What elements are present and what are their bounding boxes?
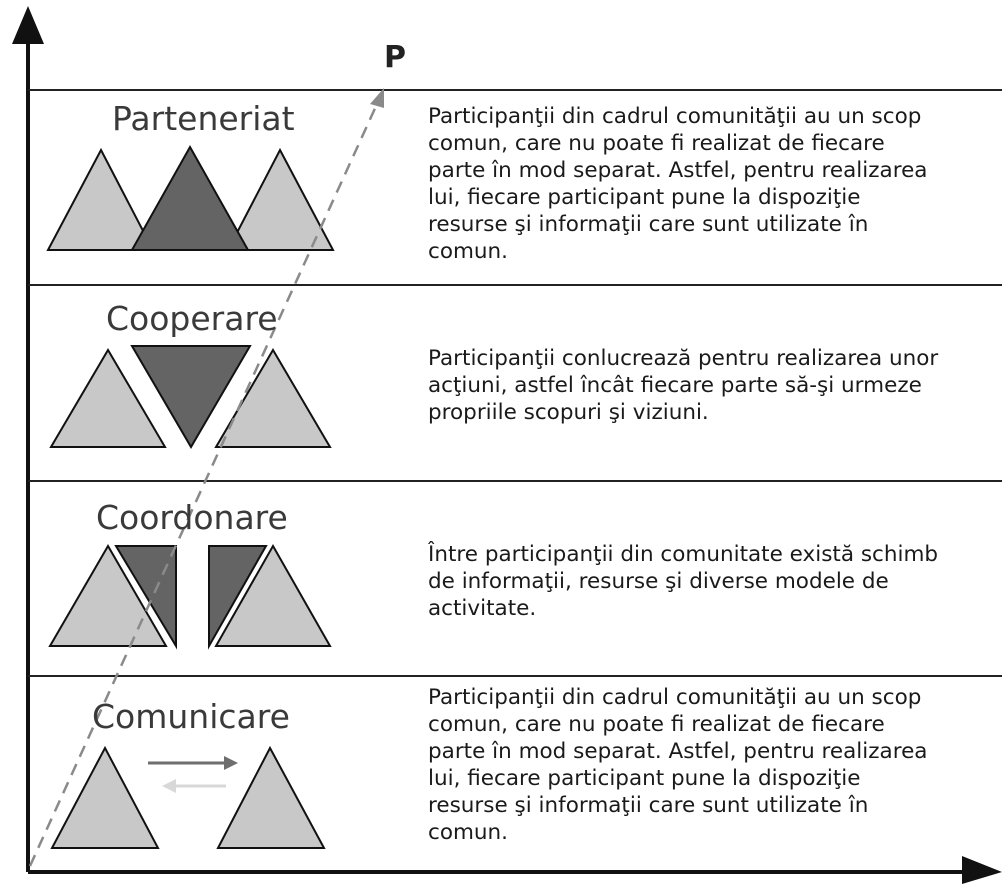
level-title-coordonare: Coordonare	[96, 498, 288, 537]
cooperare-triangles	[49, 345, 332, 449]
level-description-cooperare: Participanţii conlucrează pentru realiza…	[428, 346, 939, 425]
right-arrowhead	[224, 756, 238, 770]
light-triangle	[214, 543, 332, 647]
dark-half-triangle	[208, 545, 268, 650]
left-arrowhead	[162, 779, 176, 793]
coordonare-triangles	[48, 543, 332, 650]
dark-half-triangle	[114, 545, 177, 650]
dark-triangle	[130, 144, 250, 251]
light-triangle	[214, 348, 332, 448]
light-triangle	[46, 147, 155, 251]
light-triangle	[216, 745, 326, 849]
comunicare-triangles	[50, 745, 326, 849]
light-triangle	[49, 348, 167, 448]
light-triangle	[50, 745, 160, 849]
level-title-comunicare: Comunicare	[92, 697, 290, 736]
y-axis-arrowhead	[12, 6, 44, 44]
level-title-parteneriat: Parteneriat	[112, 99, 295, 138]
light-triangle	[226, 147, 335, 251]
level-title-cooperare: Cooperare	[106, 299, 278, 338]
level-description-comunicare: Participanţii din cadrul comunităţii au …	[428, 685, 928, 845]
level-description-coordonare: Între participanţii din comunitate exist…	[428, 542, 939, 621]
light-triangle	[48, 544, 168, 647]
diagonal-axis-label: P	[384, 40, 406, 75]
level-description-parteneriat: Participanţii din cadrul comunităţii au …	[428, 104, 928, 264]
dark-inverted-triangle	[130, 345, 252, 449]
x-axis-arrowhead	[962, 856, 1002, 884]
parteneriat-triangles	[46, 144, 335, 251]
diagonal-arrowhead	[370, 88, 384, 108]
